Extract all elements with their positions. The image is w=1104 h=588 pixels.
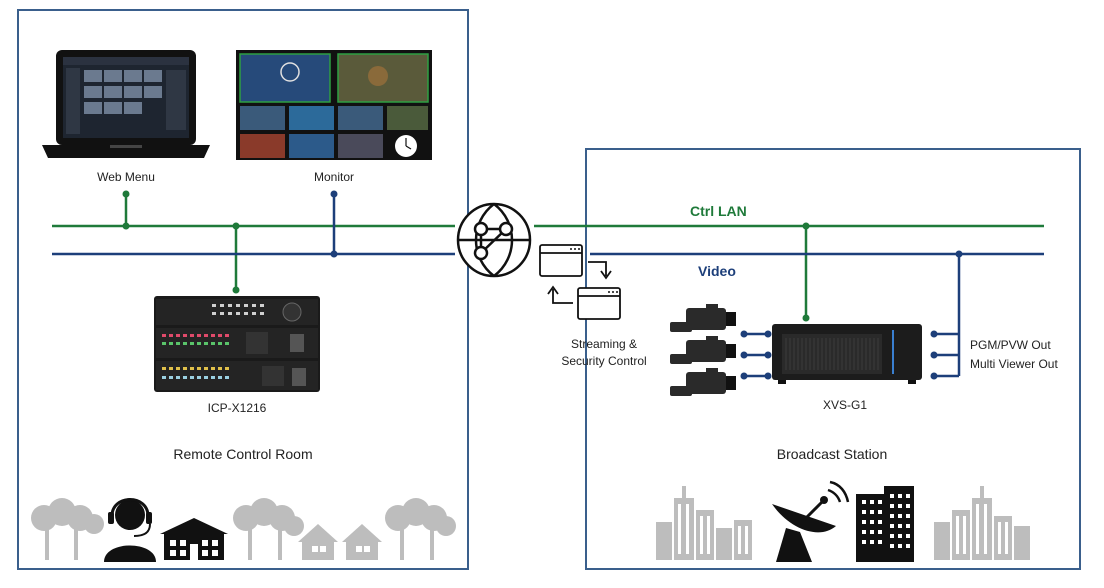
building-icon — [656, 486, 752, 560]
streaming-label-line1: Streaming & — [570, 337, 638, 351]
building-icon — [934, 486, 1030, 560]
monitor-icon — [236, 50, 432, 160]
multi-viewer-out-label: Multi Viewer Out — [970, 357, 1058, 371]
house-icon — [298, 524, 382, 560]
satellite-dish-icon — [772, 480, 850, 562]
xvs-label: XVS-G1 — [822, 398, 868, 412]
network-globe-icon — [456, 202, 532, 278]
school-building-icon — [160, 518, 228, 560]
remote-control-room-title: Remote Control Room — [173, 446, 313, 462]
web-menu-label: Web Menu — [97, 170, 155, 184]
remote-control-room-frame — [17, 9, 469, 570]
laptop-icon — [42, 50, 210, 158]
office-building-icon — [856, 486, 914, 562]
streaming-windows-icon — [539, 244, 621, 320]
pgm-pvw-out-label: PGM/PVW Out — [970, 338, 1051, 352]
tree-icon — [385, 498, 456, 560]
tree-icon — [233, 498, 304, 560]
broadcast-station-frame — [585, 148, 1081, 570]
switcher-icon — [772, 324, 922, 384]
video-label: Video — [698, 263, 736, 279]
broadcast-station-title: Broadcast Station — [776, 446, 888, 462]
icp-label: ICP-X1216 — [207, 401, 267, 415]
ctrl-lan-label: Ctrl LAN — [690, 203, 747, 219]
video-line — [52, 194, 1044, 378]
control-panel-icon — [154, 296, 320, 392]
monitor-label: Monitor — [313, 170, 355, 184]
tree-icon — [31, 498, 104, 560]
ctrl-lan-line — [52, 194, 1044, 318]
operator-headset-icon — [104, 498, 156, 562]
streaming-label-line2: Security Control — [561, 354, 647, 368]
camera-icon — [670, 304, 736, 396]
